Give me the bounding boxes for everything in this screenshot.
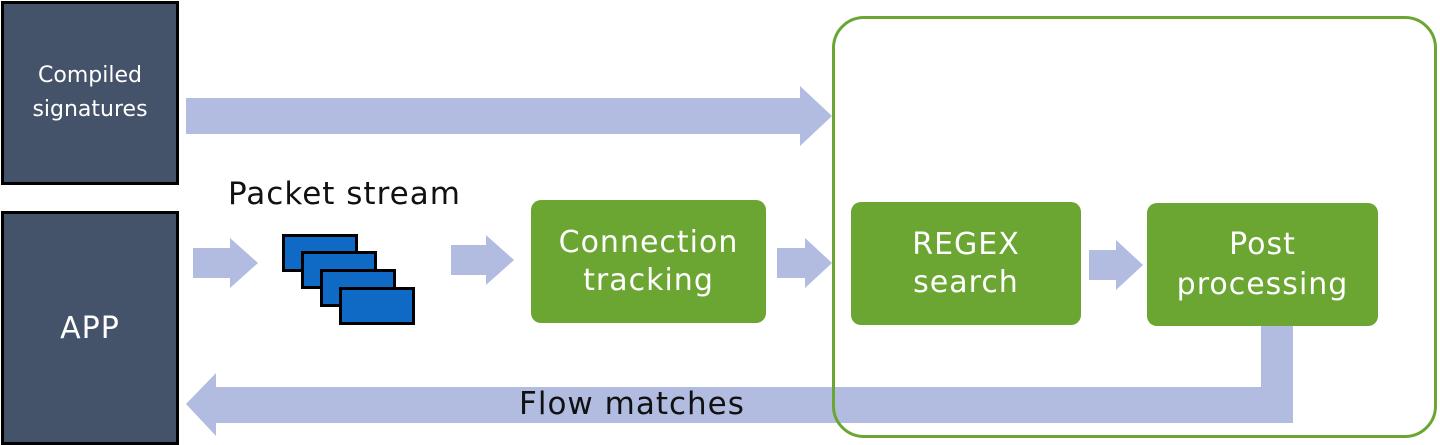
regex-search-label: REGEX search — [912, 226, 1020, 300]
arrow-signatures-to-engine — [186, 86, 832, 146]
connection-tracking-label: Connection tracking — [558, 224, 739, 298]
packet — [339, 287, 415, 325]
arrow-tracking-to-regex — [777, 238, 832, 288]
arrow-regex-to-post — [1089, 240, 1143, 290]
arrow-packets-to-tracking — [451, 235, 514, 285]
packet-stack-icon — [282, 234, 416, 326]
packet-stream-label: Packet stream — [228, 176, 461, 212]
regex-engine-boundary — [832, 16, 1437, 438]
app-label: APP — [60, 310, 120, 346]
flow-matches-label: Flow matches — [519, 386, 745, 422]
app-box: APP — [1, 211, 179, 445]
compiled-signatures-box: Compiled signatures — [1, 1, 179, 185]
connection-tracking-box: Connection tracking — [531, 200, 766, 323]
arrow-post-to-app — [186, 325, 1293, 436]
compiled-signatures-label: Compiled signatures — [32, 63, 148, 122]
post-processing-label: Post processing — [1176, 226, 1349, 302]
regex-search-box: REGEX search — [851, 202, 1081, 325]
arrow-app-to-packets — [193, 238, 258, 288]
post-processing-box: Post processing — [1147, 203, 1378, 326]
